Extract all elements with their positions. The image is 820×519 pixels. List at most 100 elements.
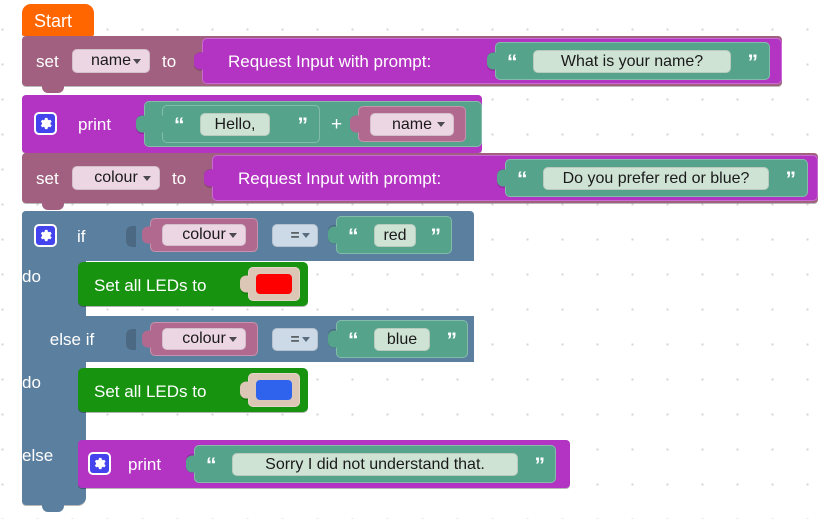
quote-close-icon: ”: [446, 329, 458, 352]
if-keyword-label: if: [77, 227, 86, 246]
colour-swatch-blue[interactable]: [256, 380, 292, 400]
gear-icon[interactable]: [34, 112, 57, 135]
print-keyword-label-sorry: print: [128, 455, 162, 474]
operator-dropdown-2-value: =: [290, 330, 300, 348]
request-input-label-1: Request Input with prompt:: [228, 52, 432, 71]
quote-close-icon: ”: [430, 225, 442, 248]
quote-open-icon: “: [174, 114, 185, 137]
do-keyword-label-2: do: [22, 373, 41, 392]
chevron-down-icon: [143, 176, 151, 181]
text-field-red-value: red: [383, 226, 407, 244]
text-string-plug-hello: [154, 115, 163, 133]
text-string-block-blue[interactable]: “ blue ”: [328, 320, 468, 358]
request-input-label-2: Request Input with prompt:: [238, 169, 442, 188]
quote-open-icon: “: [507, 51, 518, 74]
chevron-down-icon: [437, 122, 445, 127]
set-leds-block-blue[interactable]: Set all LEDs to: [78, 368, 308, 412]
variable-get-block-name[interactable]: name: [350, 106, 466, 142]
comparison-block-blue[interactable]: colour = “ blue ”: [134, 318, 474, 360]
request-input-plug-2: [204, 169, 213, 187]
operator-dropdown-2[interactable]: =: [272, 328, 318, 351]
variable-get-block-colour-1[interactable]: colour: [142, 218, 258, 252]
request-input-block-1[interactable]: Request Input with prompt: “ What is you…: [194, 38, 782, 84]
do-keyword-label-1: do: [22, 267, 41, 286]
concat-operator-label: +: [331, 114, 343, 135]
variable-dropdown-name-2-value: name: [391, 115, 433, 133]
chevron-down-icon: [229, 337, 237, 342]
text-string-plug-red: [328, 226, 337, 244]
variable-dropdown-colour[interactable]: colour: [72, 166, 160, 190]
variable-dropdown-name-2[interactable]: name: [370, 113, 454, 136]
text-join-plug: [136, 115, 145, 133]
quote-close-icon: ”: [534, 454, 546, 477]
variable-get-plug-colour-2: [142, 330, 151, 348]
set-leds-label-red: Set all LEDs to: [94, 276, 207, 295]
colour-picker-block-red[interactable]: [240, 267, 300, 301]
elseif-header-row[interactable]: else if colour = “ blue ”: [22, 316, 474, 362]
variable-dropdown-name-value: name: [90, 52, 132, 69]
text-string-block-prompt-2[interactable]: “ Do you prefer red or blue? ”: [497, 159, 808, 197]
operator-dropdown-1[interactable]: =: [272, 224, 318, 247]
gear-icon[interactable]: [34, 224, 57, 247]
if-condition-socket-1: [126, 226, 136, 247]
comparison-block-red[interactable]: colour = “ red ”: [134, 214, 474, 256]
text-string-plug-1: [487, 52, 496, 70]
print-block-sorry[interactable]: print “ Sorry I did not understand that.…: [78, 440, 570, 488]
request-input-block-2[interactable]: Request Input with prompt: “ Do you pref…: [204, 155, 818, 201]
variable-dropdown-colour-1-value: colour: [182, 226, 226, 243]
text-field-blue[interactable]: blue: [374, 328, 430, 351]
colour-picker-block-blue[interactable]: [240, 373, 300, 407]
chevron-down-icon: [229, 233, 237, 238]
text-field-red[interactable]: red: [374, 224, 416, 247]
chevron-down-icon: [133, 59, 141, 64]
text-field-prompt-1[interactable]: What is your name?: [533, 50, 731, 73]
to-keyword-label-2: to: [172, 169, 187, 188]
quote-close-icon: ”: [747, 51, 759, 74]
elseif-keyword-label: else if: [49, 330, 95, 349]
colour-picker-plug-blue: [240, 381, 249, 399]
chevron-down-icon: [302, 337, 310, 342]
to-keyword-label: to: [162, 52, 177, 71]
text-string-plug-blue: [328, 330, 337, 348]
text-string-block-sorry[interactable]: “ Sorry I did not understand that. ”: [186, 445, 556, 483]
text-field-hello[interactable]: Hello,: [200, 113, 270, 136]
variable-dropdown-colour-2[interactable]: colour: [162, 328, 246, 350]
if-condition-socket-2: [126, 329, 136, 350]
text-field-prompt-1-value: What is your name?: [560, 52, 704, 70]
variable-dropdown-name[interactable]: name: [72, 49, 150, 73]
variable-get-block-colour-2[interactable]: colour: [142, 322, 258, 356]
if-header-row[interactable]: if colour = “ red ”: [22, 211, 474, 261]
text-string-plug-2: [497, 169, 506, 187]
gear-icon[interactable]: [88, 452, 111, 475]
quote-open-icon: “: [348, 329, 359, 352]
start-label: Start: [34, 11, 73, 31]
variable-dropdown-colour-2-value: colour: [182, 330, 226, 347]
colour-swatch-red[interactable]: [256, 274, 292, 294]
start-block[interactable]: Start: [22, 4, 94, 45]
print-block-hello[interactable]: print “ Hello, ” + name: [22, 95, 482, 160]
quote-open-icon: “: [206, 454, 217, 477]
colour-picker-plug-red: [240, 275, 249, 293]
variable-dropdown-colour-1[interactable]: colour: [162, 224, 246, 246]
text-field-sorry[interactable]: Sorry I did not understand that.: [232, 453, 518, 476]
text-string-block-prompt-1[interactable]: “ What is your name? ”: [487, 42, 770, 80]
quote-open-icon: “: [517, 168, 528, 191]
text-join-block[interactable]: “ Hello, ” + name: [136, 101, 482, 147]
operator-dropdown-1-value: =: [290, 226, 300, 244]
request-input-plug: [194, 52, 203, 70]
text-string-block-red[interactable]: “ red ”: [328, 216, 452, 254]
set-leds-block-red[interactable]: Set all LEDs to: [78, 262, 308, 306]
set-keyword-label: set: [36, 52, 59, 71]
print-keyword-label-hello: print: [78, 115, 112, 134]
variable-get-plug-colour-1: [142, 226, 151, 244]
text-field-hello-value: Hello,: [214, 115, 256, 133]
text-field-sorry-value: Sorry I did not understand that.: [265, 455, 485, 473]
text-string-block-hello[interactable]: “ Hello, ”: [154, 105, 320, 143]
quote-close-icon: ”: [785, 168, 797, 191]
set-variable-block-colour[interactable]: set colour to Request Input with prompt:…: [22, 153, 818, 210]
variable-dropdown-colour-value: colour: [94, 169, 138, 186]
set-variable-block-name[interactable]: set name to Request Input with prompt: “…: [22, 36, 782, 93]
text-string-plug-sorry: [186, 455, 195, 473]
text-field-prompt-2[interactable]: Do you prefer red or blue?: [543, 167, 769, 190]
